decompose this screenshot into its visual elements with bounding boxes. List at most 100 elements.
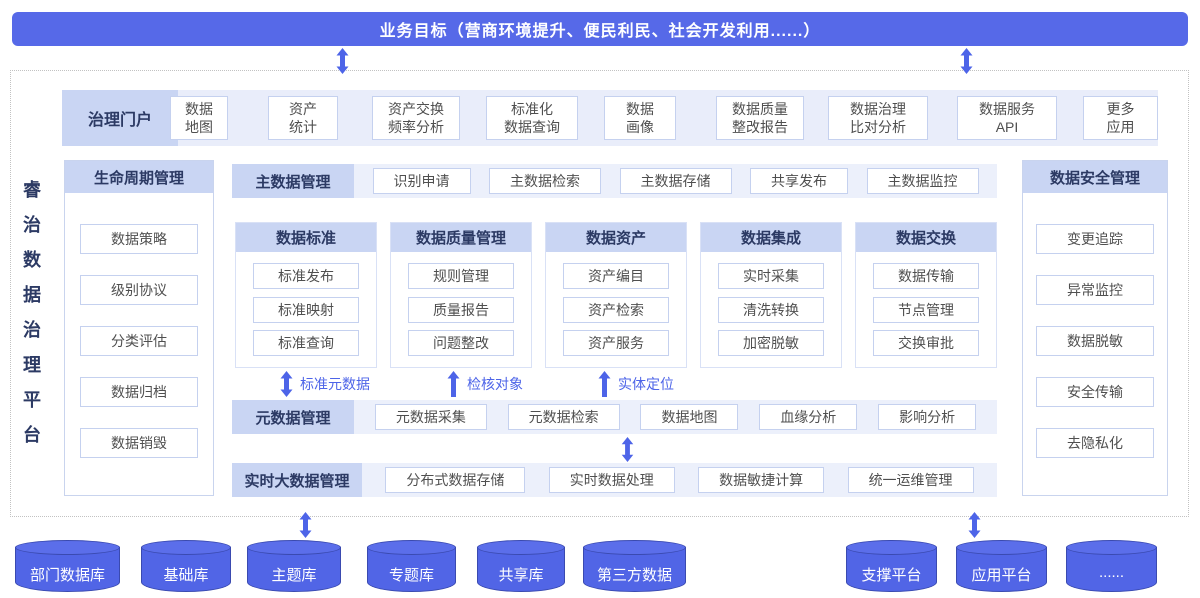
module-item: 实时采集 bbox=[718, 263, 824, 290]
master-data-row: 识别申请 主数据检索 主数据存储 共享发布 主数据监控 bbox=[232, 164, 997, 198]
cylinder-top-icon bbox=[583, 540, 686, 555]
lifecycle-item: 分类评估 bbox=[80, 326, 198, 356]
flow-entity-location: 实体定位 bbox=[598, 370, 674, 398]
master-data-item: 共享发布 bbox=[750, 168, 848, 194]
module-item: 问题整改 bbox=[408, 329, 514, 356]
up-down-arrow-icon bbox=[299, 511, 312, 539]
portal-item: 数据治理 比对分析 bbox=[828, 96, 928, 140]
portal-item: 资产交换 频率分析 bbox=[372, 96, 460, 140]
module-item: 规则管理 bbox=[408, 263, 514, 290]
portal-item: 更多 应用 bbox=[1083, 96, 1158, 140]
module-item: 交换审批 bbox=[873, 329, 979, 356]
portal-item: 数据服务 API bbox=[957, 96, 1057, 140]
security-item: 去隐私化 bbox=[1036, 428, 1154, 458]
module-column-quality: 数据质量管理 规则管理 质量报告 问题整改 bbox=[390, 222, 532, 368]
module-column-title: 数据质量管理 bbox=[391, 223, 531, 252]
module-item: 标准查询 bbox=[253, 329, 359, 356]
up-down-arrow-icon bbox=[960, 48, 973, 74]
lifecycle-item: 数据销毁 bbox=[80, 428, 198, 458]
security-item: 数据脱敏 bbox=[1036, 326, 1154, 356]
bigdata-item: 实时数据处理 bbox=[548, 467, 675, 493]
cylinder-top-icon bbox=[367, 540, 456, 555]
module-columns: 数据标准 标准发布 标准映射 标准查询 数据质量管理 规则管理 质量报告 问题整… bbox=[235, 222, 997, 368]
module-column-integration: 数据集成 实时采集 清洗转换 加密脱敏 bbox=[700, 222, 842, 368]
module-column-title: 数据标准 bbox=[236, 223, 376, 252]
module-item: 标准映射 bbox=[253, 296, 359, 323]
cylinder-top-icon bbox=[15, 540, 120, 555]
module-column-assets: 数据资产 资产编目 资产检索 资产服务 bbox=[545, 222, 687, 368]
security-panel-title: 数据安全管理 bbox=[1023, 161, 1167, 193]
module-column-exchange: 数据交换 数据传输 节点管理 交换审批 bbox=[855, 222, 997, 368]
database-cylinder: 第三方数据 bbox=[583, 540, 686, 592]
cylinder-top-icon bbox=[141, 540, 231, 555]
platform-label: 支撑平台 bbox=[861, 567, 922, 584]
module-item: 标准发布 bbox=[253, 263, 359, 290]
metadata-item: 血缘分析 bbox=[759, 404, 858, 430]
database-label: 专题库 bbox=[388, 567, 434, 584]
database-label: 第三方数据 bbox=[596, 567, 672, 584]
database-cylinder: 专题库 bbox=[367, 540, 456, 592]
bigdata-item: 数据敏捷计算 bbox=[698, 467, 825, 493]
lifecycle-item: 数据策略 bbox=[80, 224, 198, 254]
bigdata-item: 分布式数据存储 bbox=[385, 467, 526, 493]
metadata-item: 元数据采集 bbox=[374, 404, 487, 430]
master-data-row-label: 主数据管理 bbox=[232, 164, 354, 198]
database-cylinder: 部门数据库 bbox=[15, 540, 120, 592]
lifecycle-panel-body: 数据策略 级别协议 分类评估 数据归档 数据销毁 bbox=[65, 193, 213, 495]
platform-label: ...... bbox=[1098, 564, 1124, 581]
security-panel: 数据安全管理 变更追踪 异常监控 数据脱敏 安全传输 去隐私化 bbox=[1022, 160, 1168, 496]
module-item: 数据传输 bbox=[873, 263, 979, 290]
database-label: 部门数据库 bbox=[29, 567, 105, 584]
database-label: 共享库 bbox=[498, 567, 544, 584]
portal-item: 资产 统计 bbox=[268, 96, 338, 140]
platform-cylinder: ...... bbox=[1066, 540, 1157, 592]
up-down-arrow-icon bbox=[968, 511, 981, 539]
master-data-item: 主数据监控 bbox=[866, 168, 979, 194]
module-item: 资产编目 bbox=[563, 263, 669, 290]
bigdata-item: 统一运维管理 bbox=[847, 467, 974, 493]
module-item: 加密脱敏 bbox=[718, 329, 824, 356]
cylinder-top-icon bbox=[846, 540, 937, 555]
metadata-item: 数据地图 bbox=[640, 404, 739, 430]
metadata-item: 元数据检索 bbox=[507, 404, 620, 430]
metadata-row-label: 元数据管理 bbox=[232, 400, 354, 434]
module-item: 清洗转换 bbox=[718, 296, 824, 323]
up-down-arrow-icon bbox=[621, 437, 634, 462]
up-down-arrow-icon bbox=[280, 371, 293, 397]
platform-label: 应用平台 bbox=[971, 567, 1032, 584]
cylinder-top-icon bbox=[247, 540, 341, 555]
master-data-item: 识别申请 bbox=[372, 168, 471, 194]
database-cylinder: 基础库 bbox=[141, 540, 231, 592]
database-label: 基础库 bbox=[163, 567, 209, 584]
module-column-title: 数据集成 bbox=[701, 223, 841, 252]
module-item: 质量报告 bbox=[408, 296, 514, 323]
platform-boundary bbox=[10, 70, 1189, 517]
module-item: 节点管理 bbox=[873, 296, 979, 323]
module-item: 资产服务 bbox=[563, 329, 669, 356]
business-goal-banner: 业务目标（营商环境提升、便民利民、社会开发利用......） bbox=[12, 12, 1188, 46]
lifecycle-panel: 生命周期管理 数据策略 级别协议 分类评估 数据归档 数据销毁 bbox=[64, 160, 214, 496]
database-label: 主题库 bbox=[271, 567, 317, 584]
lifecycle-item: 级别协议 bbox=[80, 275, 198, 305]
cylinder-top-icon bbox=[1066, 540, 1157, 555]
portal-item: 数据 地图 bbox=[170, 96, 228, 140]
security-item: 安全传输 bbox=[1036, 377, 1154, 407]
module-item: 资产检索 bbox=[563, 296, 669, 323]
bigdata-row-label: 实时大数据管理 bbox=[232, 463, 362, 497]
up-down-arrow-icon bbox=[336, 48, 349, 74]
master-data-item: 主数据检索 bbox=[489, 168, 601, 194]
metadata-item: 影响分析 bbox=[878, 404, 977, 430]
flow-standard-metadata: 标准元数据 bbox=[280, 370, 370, 398]
security-item: 变更追踪 bbox=[1036, 224, 1154, 254]
portal-item: 数据 画像 bbox=[604, 96, 676, 140]
database-cylinder: 主题库 bbox=[247, 540, 341, 592]
lifecycle-panel-title: 生命周期管理 bbox=[65, 161, 213, 193]
module-column-standards: 数据标准 标准发布 标准映射 标准查询 bbox=[235, 222, 377, 368]
module-column-title: 数据资产 bbox=[546, 223, 686, 252]
platform-cylinder: 支撑平台 bbox=[846, 540, 937, 592]
cylinder-top-icon bbox=[477, 540, 565, 555]
flow-label: 标准元数据 bbox=[300, 376, 370, 392]
platform-title: 睿治数据治理平台 bbox=[21, 180, 41, 460]
lifecycle-item: 数据归档 bbox=[80, 377, 198, 407]
